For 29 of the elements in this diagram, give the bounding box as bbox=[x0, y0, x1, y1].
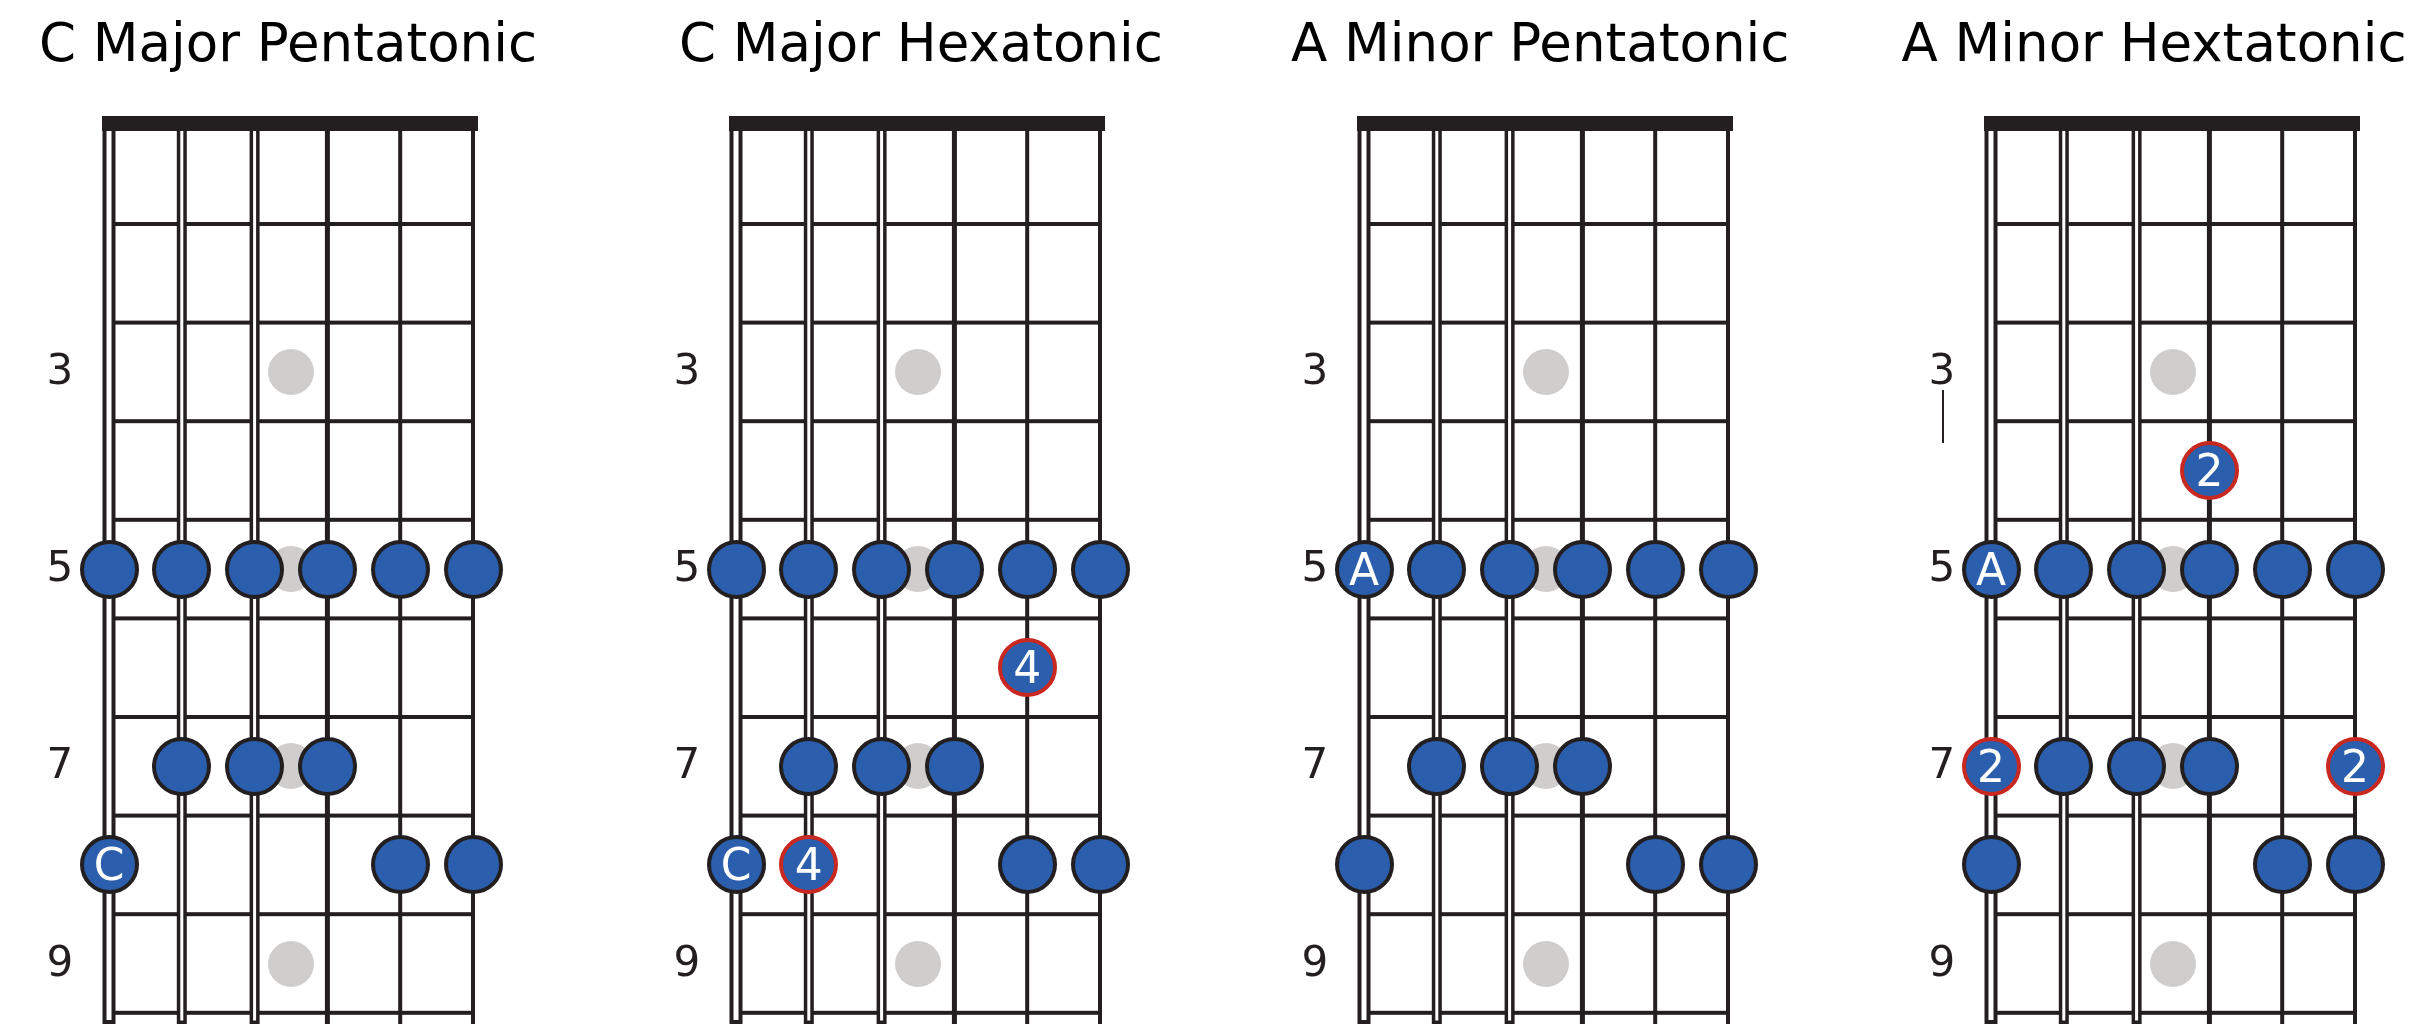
added-note-marker: 2 bbox=[1961, 736, 2021, 796]
fret-number: 3 bbox=[46, 345, 74, 394]
added-note-marker: 2 bbox=[2179, 441, 2239, 500]
scale-title: A Minor Hextatonic bbox=[1901, 12, 2407, 74]
fret-number: 5 bbox=[1301, 543, 1329, 592]
fret-number: 9 bbox=[46, 937, 74, 986]
fret-number: 5 bbox=[1928, 543, 1956, 592]
added-note-marker: 2 bbox=[2325, 736, 2385, 796]
fret-number: 3 bbox=[1928, 345, 1956, 394]
fret-number: 9 bbox=[1301, 937, 1329, 986]
fret-number: 7 bbox=[46, 740, 74, 789]
added-note-marker: 4 bbox=[997, 638, 1057, 698]
scale-title: C Major Pentatonic bbox=[39, 12, 538, 74]
fret-number: 7 bbox=[1301, 740, 1329, 789]
fret-number: 3 bbox=[673, 345, 701, 394]
fret-number: 7 bbox=[673, 740, 701, 789]
scale-title: C Major Hexatonic bbox=[679, 12, 1163, 74]
root-note-marker: C bbox=[79, 835, 139, 895]
root-note-marker: A bbox=[1961, 539, 2021, 599]
scale-title: A Minor Pentatonic bbox=[1291, 12, 1790, 74]
fret-number: 3 bbox=[1301, 345, 1329, 394]
fret-number: 5 bbox=[46, 543, 74, 592]
added-note-marker: 4 bbox=[779, 835, 839, 895]
fret-number: 5 bbox=[673, 543, 701, 592]
fret-number: 9 bbox=[1928, 937, 1956, 986]
fret-number: 7 bbox=[1928, 740, 1956, 789]
root-note-marker: C bbox=[706, 835, 766, 895]
root-note-marker: A bbox=[1334, 539, 1394, 599]
fret-number: 9 bbox=[673, 937, 701, 986]
